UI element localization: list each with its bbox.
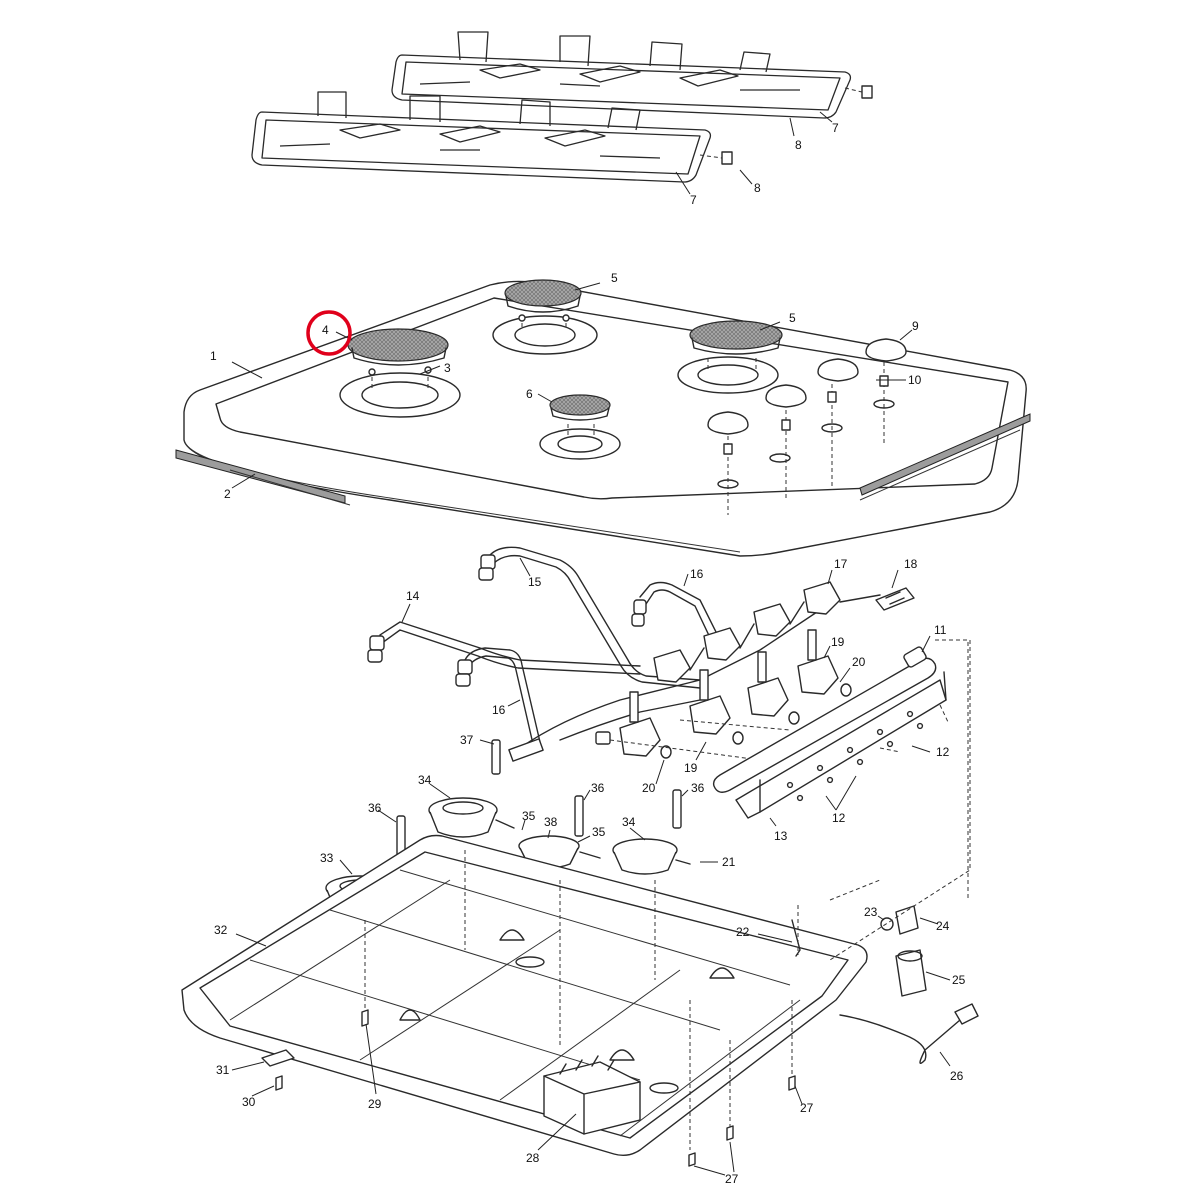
- label-13-bracket: 13: [774, 829, 788, 843]
- label-23-washer: 23: [864, 905, 878, 919]
- label-35-lower: 35: [592, 825, 606, 839]
- label-34-right: 34: [622, 815, 636, 829]
- label-25-regulator: 25: [952, 973, 966, 987]
- pipe-end-nuts: [367, 554, 647, 687]
- label-5-rear-burner: 5: [611, 271, 618, 285]
- label-6-small-burner: 6: [526, 387, 533, 401]
- label-1-hob-top: 1: [210, 349, 217, 363]
- ignition-components: [396, 587, 915, 859]
- label-17-valve: 17: [834, 557, 848, 571]
- label-29-screw: 29: [368, 1097, 382, 1111]
- leader-lines: [231, 111, 951, 1176]
- label-7-front-grate: 7: [690, 193, 697, 207]
- label-36-mid: 36: [591, 781, 605, 795]
- burner-fixing-screws: [368, 314, 757, 436]
- label-4-front-left-burner: 4: [322, 323, 329, 337]
- label-10-spindle: 10: [908, 373, 922, 387]
- label-18-ignition: 18: [904, 557, 918, 571]
- seal-strips: [175, 413, 1031, 506]
- label-36-right: 36: [691, 781, 705, 795]
- label-37-thermocouple: 37: [460, 733, 474, 747]
- label-12-upper: 12: [936, 745, 950, 759]
- label-33-burner: 33: [320, 851, 334, 865]
- gas-manifold-rail: [712, 639, 969, 900]
- control-knobs: [707, 338, 907, 515]
- valve-blocks-lower: [595, 629, 852, 761]
- label-14-pipe: 14: [406, 589, 420, 603]
- label-20-mid: 20: [642, 781, 656, 795]
- label-19-valve-right: 19: [831, 635, 845, 649]
- label-15-pipe: 15: [528, 575, 542, 589]
- spark-generator: [543, 1055, 641, 1135]
- label-38-burner: 38: [544, 815, 558, 829]
- assembly-guides: [261, 640, 971, 1167]
- label-16-pipe-top: 16: [690, 567, 704, 581]
- label-24-elbow: 24: [936, 919, 950, 933]
- pan-support-grate-front: [251, 91, 733, 183]
- label-27-lower: 27: [725, 1172, 739, 1186]
- label-8-front-grate: 8: [754, 181, 761, 195]
- burner-caps: [347, 279, 783, 421]
- label-21-clip: 21: [722, 855, 736, 869]
- regulator-and-cable: [791, 879, 979, 1064]
- label-5-right-burner: 5: [789, 311, 796, 325]
- valve-blocks-upper: [653, 581, 881, 683]
- label-32-base-tray: 32: [214, 923, 228, 937]
- label-22-spark: 22: [736, 925, 750, 939]
- highlight-circle: [306, 310, 352, 356]
- label-12-lower: 12: [832, 811, 846, 825]
- label-9-knob: 9: [912, 319, 919, 333]
- pan-support-grate-back: [391, 31, 873, 119]
- label-3-screw: 3: [444, 361, 451, 375]
- label-36-left: 36: [368, 801, 382, 815]
- callout-labels: 7 8 8 7 5 5 4 9 1 3 10 6 2 15 16 17 18 1…: [210, 121, 966, 1186]
- label-2-seal-strip: 2: [224, 487, 231, 501]
- label-28-spark-generator: 28: [526, 1151, 540, 1165]
- hob-burner-cutouts: [339, 315, 779, 460]
- label-8-back-grate: 8: [795, 138, 802, 152]
- label-11-manifold: 11: [934, 623, 947, 637]
- label-27-upper: 27: [800, 1101, 814, 1115]
- label-19-valve-mid: 19: [684, 761, 698, 775]
- label-34-left: 34: [418, 773, 432, 787]
- label-16-pipe-bottom: 16: [492, 703, 506, 717]
- gas-pipes: [379, 546, 821, 749]
- label-20-right: 20: [852, 655, 866, 669]
- label-31-bracket: 31: [216, 1063, 230, 1077]
- base-tray: [181, 834, 868, 1157]
- label-7-back-grate: 7: [832, 121, 839, 135]
- label-35-upper: 35: [522, 809, 536, 823]
- label-30-screw: 30: [242, 1095, 256, 1109]
- label-26-cable: 26: [950, 1069, 964, 1083]
